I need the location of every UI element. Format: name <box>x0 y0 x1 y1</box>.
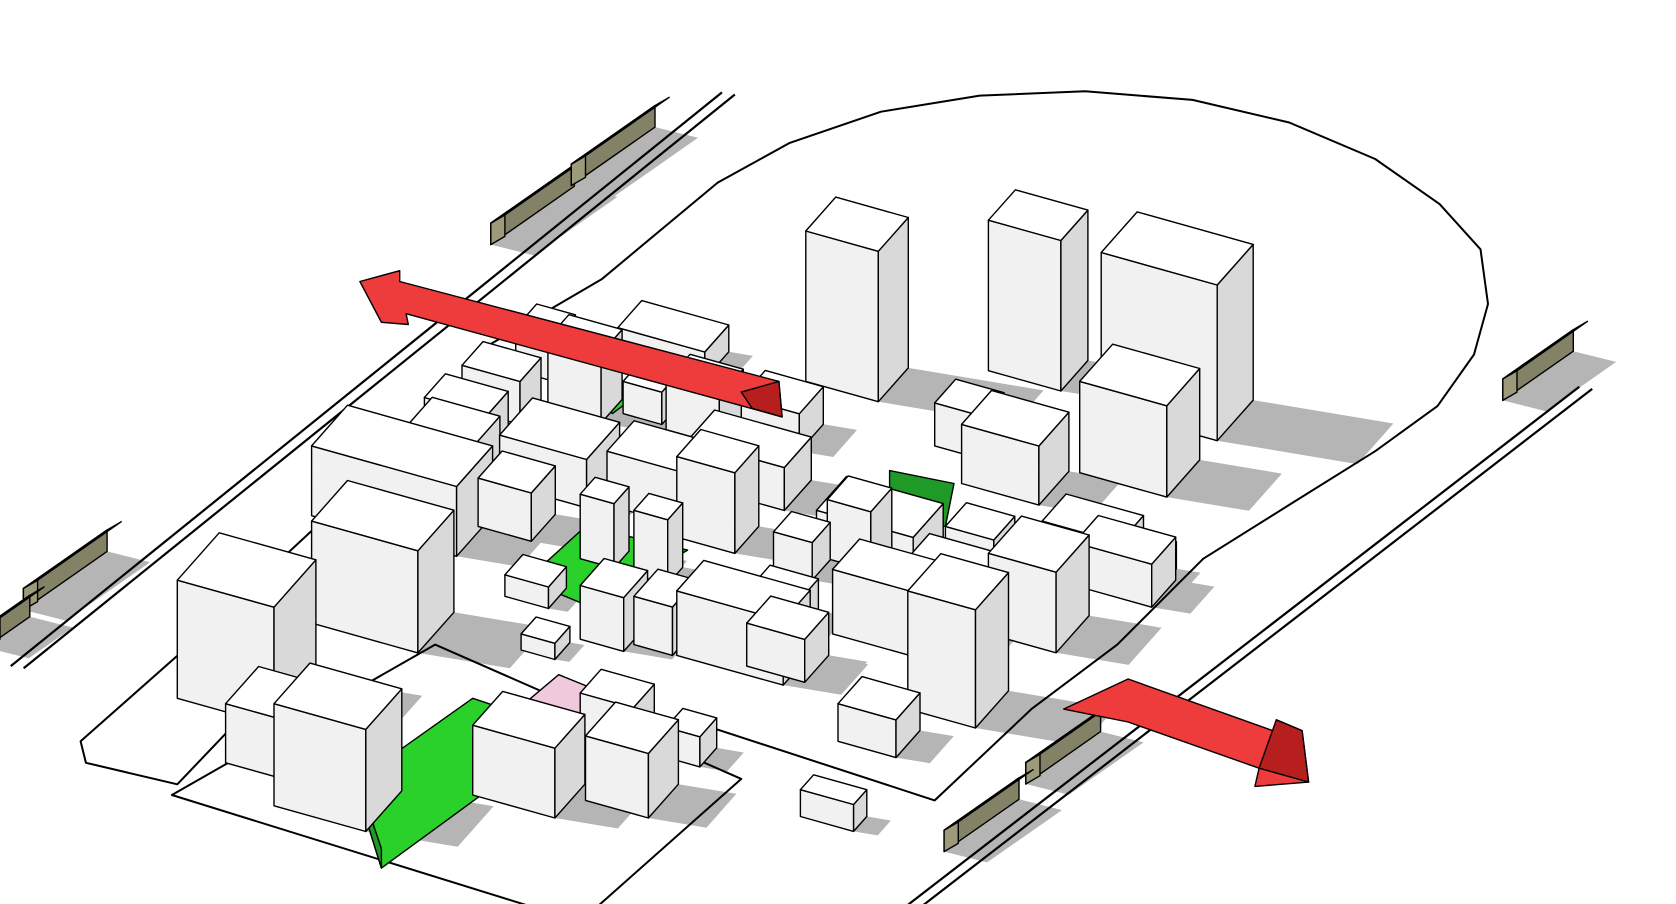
building-roof <box>960 389 1070 447</box>
building-massing <box>805 196 909 403</box>
building-massing <box>520 616 571 661</box>
building-massing <box>746 595 830 683</box>
building-face-side <box>1060 209 1089 392</box>
building-massing <box>504 553 568 610</box>
building-massing <box>579 557 649 653</box>
building-roof <box>633 492 684 521</box>
building-roof <box>472 690 586 749</box>
red-flow-arrow-east-head <box>1258 719 1310 783</box>
rail-car-shadow <box>1025 731 1144 795</box>
building-massing <box>310 479 455 654</box>
rail-car <box>0 586 45 619</box>
loop-boundary <box>716 90 1489 560</box>
building-roof <box>504 553 568 588</box>
building-massing <box>579 476 630 569</box>
building-shadow <box>799 424 858 457</box>
building-shadow <box>784 480 850 517</box>
building-massing <box>837 675 921 759</box>
building-massing <box>472 690 586 819</box>
building-face-front <box>579 493 615 569</box>
rail-car-shadow <box>23 551 151 621</box>
building-shadow <box>417 612 546 669</box>
building-roof <box>584 701 680 755</box>
building-roof <box>907 553 1010 611</box>
building-roof <box>176 532 317 608</box>
rail-car <box>1502 320 1589 380</box>
building-roof <box>579 557 649 599</box>
building-massing <box>1078 343 1201 498</box>
red-flow-arrow-west-end <box>740 380 783 418</box>
building-massing <box>799 774 868 833</box>
building-massing <box>960 389 1070 506</box>
building-roof <box>799 774 868 806</box>
rail-line-east <box>922 388 1593 904</box>
building-massing <box>477 450 556 542</box>
building-shadow <box>1151 580 1215 614</box>
building-shadow <box>804 655 868 689</box>
building-roof <box>1100 211 1254 286</box>
building-face-front <box>987 219 1062 392</box>
rail-car <box>943 768 1034 831</box>
building-roof <box>520 616 571 644</box>
building-massing <box>676 428 760 555</box>
building-roof <box>676 428 760 474</box>
building-massing <box>987 189 1089 392</box>
building-massing <box>273 662 403 833</box>
building-roof <box>617 299 730 353</box>
building-roof <box>837 675 921 721</box>
building-shadow <box>896 730 954 764</box>
building-roof <box>273 662 403 731</box>
building-shadow <box>1166 459 1282 511</box>
building-massing <box>772 510 831 581</box>
rail-lines <box>10 91 1593 904</box>
building-roof <box>310 479 455 552</box>
building-shadow <box>554 642 585 662</box>
building-roof <box>772 510 831 544</box>
building-roof <box>310 404 494 488</box>
rail-car <box>570 96 670 165</box>
building-roof <box>987 189 1089 242</box>
buildings <box>176 189 1254 833</box>
building-massing <box>633 492 684 585</box>
building-roof <box>987 515 1090 573</box>
site-base-plate <box>686 557 1205 802</box>
building-face-front <box>676 455 736 555</box>
building-massing <box>584 701 680 819</box>
building-roof <box>746 595 830 641</box>
building-massing <box>1073 514 1177 608</box>
building-roof <box>826 475 893 513</box>
building-roof <box>944 502 1016 541</box>
building-roof <box>1073 514 1177 565</box>
rail-line-west <box>10 91 723 667</box>
rail-car-shadow <box>1502 351 1617 412</box>
building-massing <box>907 553 1010 729</box>
rail-car-shadow <box>0 616 73 659</box>
flow-arrows <box>359 270 1310 788</box>
building-roof <box>579 476 630 505</box>
building-roof <box>805 196 909 253</box>
building-roof <box>477 450 556 494</box>
rail-line-east <box>907 385 1580 904</box>
building-shadow <box>648 784 737 828</box>
building-shadow <box>1217 400 1394 465</box>
rail-car <box>22 521 123 590</box>
rail-line-west <box>22 93 736 670</box>
building-roof <box>461 340 542 383</box>
building-face-front <box>805 230 879 403</box>
building-roof <box>1078 343 1201 407</box>
building-roof <box>498 397 621 461</box>
building-massing <box>987 515 1090 654</box>
